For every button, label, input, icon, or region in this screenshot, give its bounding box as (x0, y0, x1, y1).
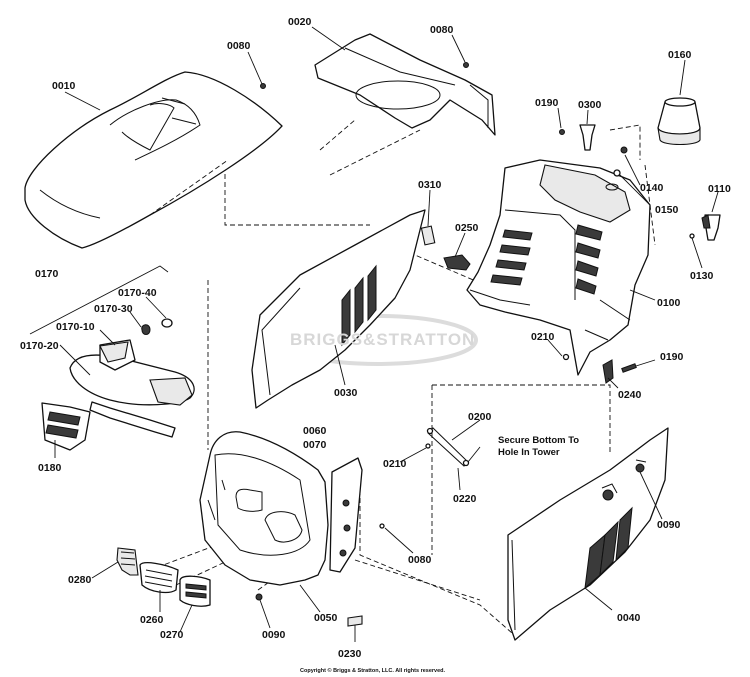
hinge-plate-0060 (329, 457, 363, 573)
part-label-0170-40: 0170-40 (118, 287, 157, 299)
bracket-0180 (41, 402, 91, 451)
part-label-0050: 0050 (314, 612, 338, 624)
grille-insert-0270 (179, 575, 211, 607)
part-label-0270: 0270 (160, 629, 184, 641)
part-label-0010: 0010 (52, 80, 76, 92)
knob-0110 (701, 214, 721, 241)
grille-insert-0260 (139, 562, 179, 594)
part-label-0130: 0130 (690, 270, 714, 282)
hood-0010 (24, 71, 283, 249)
part-label-0110: 0110 (708, 183, 731, 195)
part-label-0100: 0100 (657, 297, 681, 309)
part-label-0280: 0280 (68, 574, 92, 586)
part-label-0080-b: 0080 (430, 24, 454, 36)
part-label-0030: 0030 (334, 387, 358, 399)
bracket-0240 (602, 359, 614, 384)
part-label-0140: 0140 (640, 182, 664, 194)
support-rod-0200 (426, 427, 470, 467)
part-label-0180: 0180 (38, 462, 62, 474)
part-label-0060: 0060 (303, 425, 327, 437)
part-label-0300: 0300 (578, 99, 602, 111)
copyright-notice: Copyright © Briggs & Stratton, LLC. All … (300, 668, 446, 674)
panel-0030 (251, 209, 426, 409)
leader-lines (54, 26, 719, 642)
filter-cap-0160 (657, 97, 701, 146)
tab-0230 (347, 615, 363, 627)
latch-0250 (443, 254, 471, 271)
decal-0310 (420, 225, 436, 246)
part-label-0040: 0040 (617, 612, 641, 624)
part-label-0240: 0240 (618, 389, 642, 401)
part-label-0170: 0170 (35, 268, 59, 280)
tower-0100 (466, 159, 651, 376)
part-label-0170-30: 0170-30 (94, 303, 133, 315)
part-label-0090-a: 0090 (657, 519, 681, 531)
clip-0300 (579, 124, 596, 151)
part-label-0250: 0250 (455, 222, 479, 234)
part-label-0080-a: 0080 (227, 40, 251, 52)
side-panel-0040 (507, 427, 669, 641)
part-label-0150: 0150 (655, 204, 679, 216)
headlight-assembly-0170 (29, 265, 195, 438)
dash-panel-0020 (314, 33, 496, 136)
part-label-0210-b: 0210 (383, 458, 407, 470)
part-label-0160: 0160 (668, 49, 692, 61)
watermark-text: BRIGGS&STRATTON (290, 330, 476, 349)
part-label-0170-20: 0170-20 (20, 340, 59, 352)
part-label-0070: 0070 (303, 439, 327, 451)
part-label-0190-b: 0190 (660, 351, 684, 363)
part-label-0230: 0230 (338, 648, 362, 660)
part-label-0170-10: 0170-10 (56, 321, 95, 333)
secure-bottom-note: Secure Bottom To Hole In Tower (498, 435, 580, 458)
part-label-0310: 0310 (418, 179, 442, 191)
front-grille-0050 (199, 431, 329, 586)
part-label-0220: 0220 (453, 493, 477, 505)
part-label-0080-c: 0080 (408, 554, 432, 566)
part-label-0020: 0020 (288, 16, 312, 28)
grille-insert-0280 (116, 547, 139, 576)
part-label-0260: 0260 (140, 614, 164, 626)
part-label-0210-a: 0210 (531, 331, 555, 343)
fasteners (255, 62, 695, 601)
part-label-0200: 0200 (468, 411, 492, 423)
part-label-0190-a: 0190 (535, 97, 559, 109)
part-label-0090-b: 0090 (262, 629, 286, 641)
